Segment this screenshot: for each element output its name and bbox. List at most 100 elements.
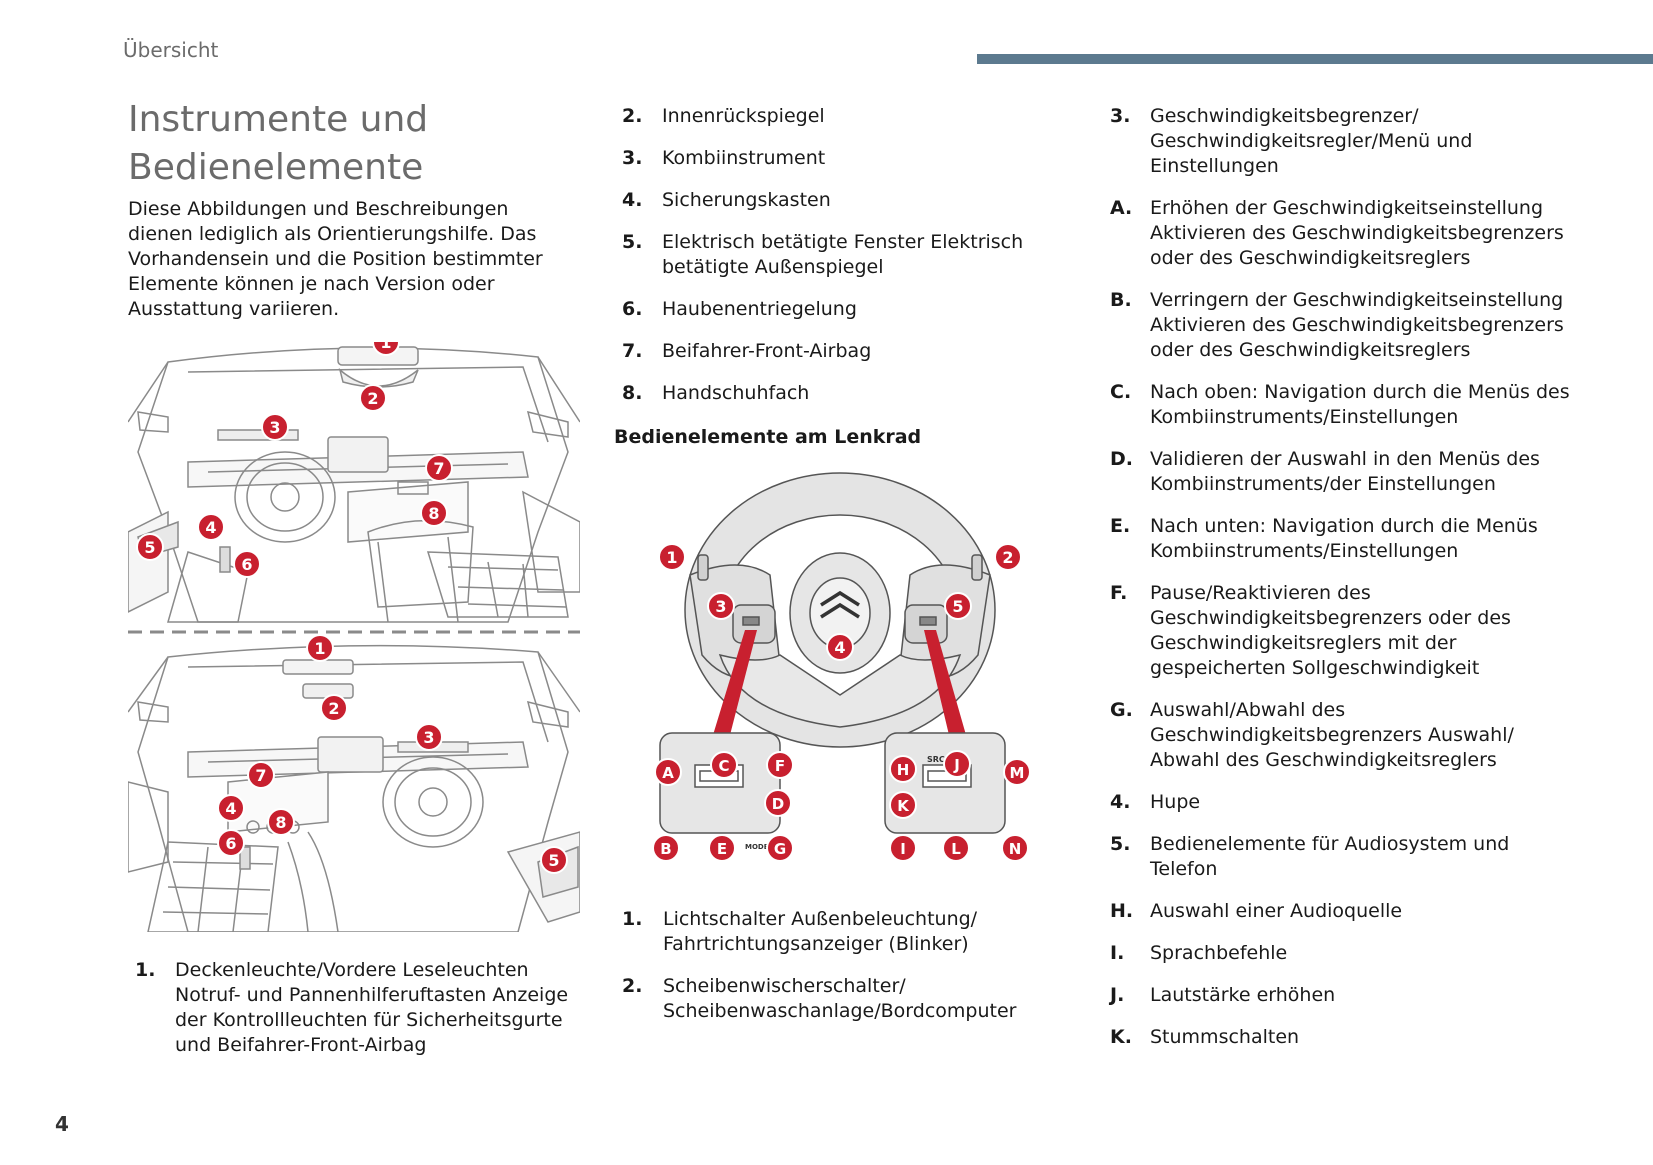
list-item: 1.Lichtschalter Außenbeleuchtung/ Fahrtr…: [622, 908, 978, 955]
wheel-marker-2: [994, 543, 1022, 571]
panel-marker-i: [889, 834, 917, 862]
marker-1-bottom: [306, 634, 334, 662]
wheel-marker-4: [826, 633, 854, 661]
steering-list-part1: 1.Lichtschalter Außenbeleuchtung/ Fahrtr…: [622, 907, 1042, 1041]
svg-text:6: 6: [225, 834, 236, 853]
marker-2-bottom: [320, 694, 348, 722]
list-item: K.Stummschalten: [1110, 1026, 1300, 1048]
svg-text:8: 8: [275, 813, 286, 832]
svg-text:4: 4: [225, 799, 236, 818]
list-item: I.Sprachbefehle: [1110, 942, 1288, 964]
list-item: G.Auswahl/Abwahl des Geschwindigkeitsbeg…: [1110, 699, 1514, 771]
svg-text:7: 7: [255, 766, 266, 785]
dashboard-illustration: 1 2 3 4 5 6 7 8 1 2 3 4 5 6 7 8: [128, 342, 580, 932]
wheel-marker-1: [658, 543, 686, 571]
list-item: C.Nach oben: Navigation durch die Menüs …: [1110, 381, 1570, 428]
steering-wheel-illustration: SRC MODE 1 2 3 4 5 A B C D E F G H I J K: [652, 472, 1031, 862]
svg-text:8: 8: [428, 504, 439, 523]
svg-text:2: 2: [328, 699, 339, 718]
marker-2-top: [359, 384, 387, 412]
svg-text:B: B: [660, 840, 671, 858]
list-item: F.Pause/Reaktivieren des Geschwindigkeit…: [1110, 582, 1511, 679]
svg-text:K: K: [897, 797, 910, 815]
svg-text:3: 3: [715, 597, 726, 616]
svg-text:F: F: [775, 757, 785, 775]
panel-marker-l: [942, 834, 970, 862]
list-item: 7.Beifahrer-Front-Airbag: [622, 340, 872, 362]
svg-text:4: 4: [205, 518, 216, 537]
list-item: 3.Kombiinstrument: [622, 147, 826, 169]
steering-heading: Bedienelemente am Lenkrad: [614, 426, 922, 448]
marker-7-bottom: [247, 761, 275, 789]
svg-text:5: 5: [952, 597, 963, 616]
marker-4-top: [197, 513, 225, 541]
panel-marker-n: [1001, 834, 1029, 862]
svg-text:I: I: [900, 840, 906, 858]
svg-text:2: 2: [1002, 548, 1013, 567]
marker-6-bottom: [217, 829, 245, 857]
marker-5-top: [136, 533, 164, 561]
intro-text: Diese Abbildungen und Beschreibungen die…: [128, 198, 543, 320]
page-title: Instrumente und Bedienelemente: [128, 99, 429, 188]
svg-text:A: A: [662, 764, 674, 782]
list-item: D.Validieren der Auswahl in den Menüs de…: [1110, 448, 1540, 495]
panel-marker-g: [766, 834, 794, 862]
svg-text:5: 5: [548, 851, 559, 870]
svg-text:2: 2: [367, 389, 378, 408]
list-item: E.Nach unten: Navigation durch die Menüs…: [1110, 515, 1538, 562]
dashboard-list-part1: 1.Deckenleuchte/Vordere Leseleuchten Not…: [135, 958, 575, 1075]
svg-text:D: D: [772, 795, 784, 813]
svg-text:L: L: [951, 840, 961, 858]
wheel-marker-3: [707, 592, 735, 620]
steering-list-part2: 3.Geschwindigkeitsbegrenzer/ Geschwindig…: [1110, 104, 1570, 1067]
marker-6-top: [233, 550, 261, 578]
list-item: J.Lautstärke erhöhen: [1110, 984, 1336, 1006]
svg-text:6: 6: [241, 555, 252, 574]
svg-text:3: 3: [423, 728, 434, 747]
wheel-marker-5: [944, 592, 972, 620]
svg-text:H: H: [897, 761, 910, 779]
svg-text:N: N: [1009, 840, 1022, 858]
marker-1-top: [372, 342, 400, 356]
header-bar: [977, 54, 1653, 64]
svg-text:1: 1: [380, 342, 391, 352]
list-item: 6.Haubenentriegelung: [622, 298, 857, 320]
marker-7-top: [425, 454, 453, 482]
svg-text:7: 7: [433, 459, 444, 478]
marker-8-bottom: [267, 808, 295, 836]
panel-marker-k: [889, 791, 917, 819]
marker-4-bottom: [217, 794, 245, 822]
svg-text:G: G: [774, 840, 786, 858]
page-number: 4: [55, 1112, 69, 1136]
panel-marker-j: [943, 750, 971, 778]
list-item: 5.Elektrisch betätigte Fenster Elektrisc…: [622, 231, 1024, 278]
list-item: 5.Bedienelemente für Audiosystem und Tel…: [1110, 833, 1510, 880]
svg-text:1: 1: [314, 639, 325, 658]
svg-text:M: M: [1010, 764, 1025, 782]
list-item: B.Verringern der Geschwindigkeitseinstel…: [1110, 289, 1564, 361]
list-item: 2.Scheibenwischerschalter/ Scheibenwasch…: [622, 975, 1017, 1022]
list-item: 4.Hupe: [1110, 791, 1201, 813]
list-item: H.Auswahl einer Audioquelle: [1110, 900, 1403, 922]
svg-text:1: 1: [666, 548, 677, 567]
svg-text:4: 4: [834, 638, 845, 657]
list-item: 2.Innenrückspiegel: [622, 105, 825, 127]
marker-3-top: [261, 413, 289, 441]
panel-marker-h: [889, 755, 917, 783]
marker-5-bottom: [540, 846, 568, 874]
list-item: 8.Handschuhfach: [622, 382, 810, 404]
panel-marker-c: [710, 751, 738, 779]
panel-marker-b: [652, 834, 680, 862]
svg-text:C: C: [718, 757, 729, 775]
list-item: A.Erhöhen der Geschwindigkeitseinstellun…: [1110, 197, 1564, 269]
mode-label: MODE: [745, 843, 769, 851]
marker-8-top: [420, 499, 448, 527]
panel-marker-d: [764, 789, 792, 817]
panel-marker-f: [766, 751, 794, 779]
panel-marker-m: [1003, 758, 1031, 786]
dashboard-list-part2: 2.Innenrückspiegel 3.Kombiinstrument 4.S…: [622, 104, 1042, 423]
svg-text:3: 3: [269, 418, 280, 437]
panel-marker-a: [654, 758, 682, 786]
section-label: Übersicht: [123, 38, 219, 62]
src-label: SRC: [927, 755, 945, 764]
